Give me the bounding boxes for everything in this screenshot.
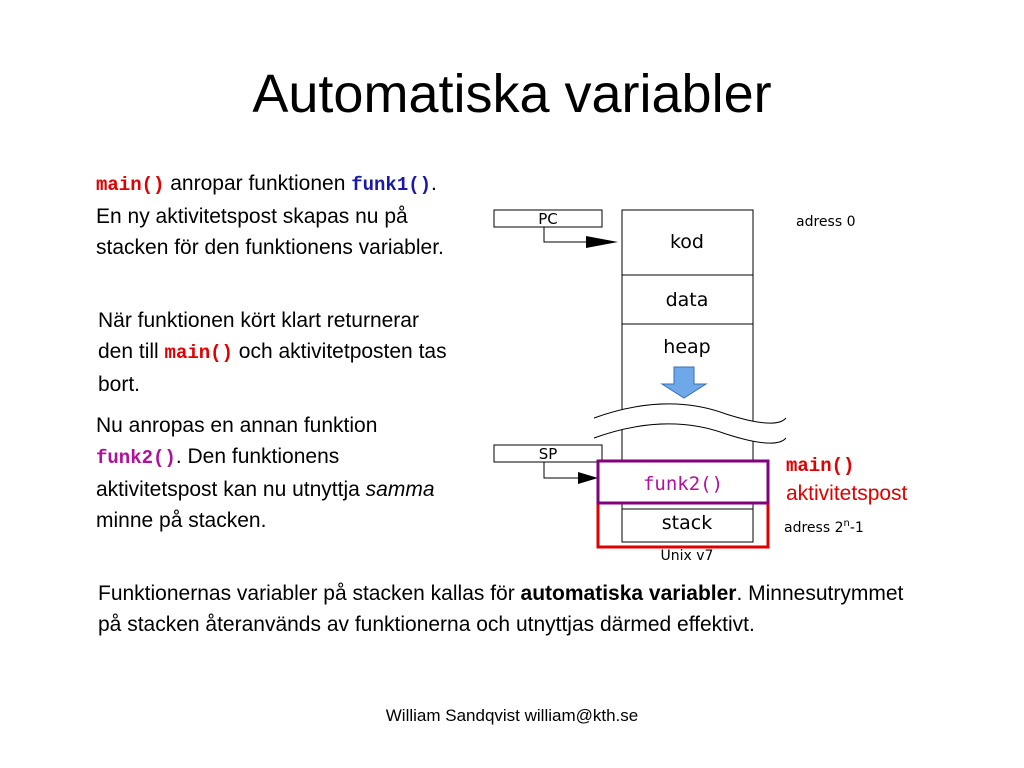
memory-break-gap <box>594 403 786 444</box>
heap-grow-down-arrow-icon <box>660 366 708 399</box>
paragraph-funk2: Nu anropas en annan funktion funk2(). De… <box>96 410 446 536</box>
address-max: adress 2n-1 <box>784 518 864 536</box>
code-main: main() <box>786 455 855 477</box>
text: . En ny aktivitetspost skapas nu på stac… <box>96 172 444 259</box>
segment-kod: kod <box>670 231 704 253</box>
bold-term: automatiska variabler <box>520 582 737 605</box>
funk2-activation-record-box <box>596 459 770 505</box>
paragraph-main-calls-funk1: main() anropar funktionen funk1(). En ny… <box>96 168 446 263</box>
code-main: main() <box>164 342 233 364</box>
break-wave-lower <box>593 423 787 444</box>
sp-arrow-line <box>543 462 586 479</box>
text: . Den funktionens aktivitetspost kan nu … <box>96 445 366 501</box>
diagram-caption: Unix v7 <box>661 548 714 564</box>
text: anropar funktionen <box>164 172 352 195</box>
text: minne på stacken. <box>96 509 267 532</box>
address-zero: adress 0 <box>796 214 855 230</box>
slide-title: Automatiska variabler <box>252 64 772 124</box>
segment-data: data <box>666 289 709 311</box>
pc-arrow-line <box>543 227 598 243</box>
text: När funktionen kört klart returnerar den… <box>98 309 419 363</box>
pc-label: PC <box>538 210 558 228</box>
pc-register-box <box>493 209 603 228</box>
text: och aktivitetposten tas bort. <box>98 340 447 396</box>
text: Funktionernas variabler på stacken kalla… <box>98 582 521 605</box>
sp-arrow-head-icon <box>578 472 598 484</box>
break-wave-upper <box>593 403 787 424</box>
paragraph-summary: Funktionernas variabler på stacken kalla… <box>98 578 928 640</box>
funk2-box-label: funk2() <box>643 473 723 495</box>
italic-text: samma <box>365 478 435 501</box>
code-main: main() <box>96 174 165 196</box>
footer-author: William Sandqvist william@kth.se <box>385 706 639 725</box>
sp-register-box <box>493 444 603 463</box>
memory-layout-diagram: PC kod data heap SP funk2() stack adress… <box>493 209 864 564</box>
code-funk2: funk2() <box>96 447 176 469</box>
pc-arrow-head-icon <box>586 236 618 248</box>
main-activation-label: main() aktivitetspost <box>786 452 907 508</box>
activation-record-text: aktivitetspost <box>786 482 908 505</box>
text: . Minnesutrymmet på stacken återanvänds … <box>98 582 904 636</box>
code-funk1: funk1() <box>351 174 432 196</box>
segment-stack: stack <box>662 512 712 534</box>
text: Nu anropas en annan funktion <box>96 414 378 437</box>
segment-heap: heap <box>663 336 710 358</box>
sp-label: SP <box>539 445 558 463</box>
paragraph-return-to-main: När funktionen kört klart returnerar den… <box>98 305 448 400</box>
